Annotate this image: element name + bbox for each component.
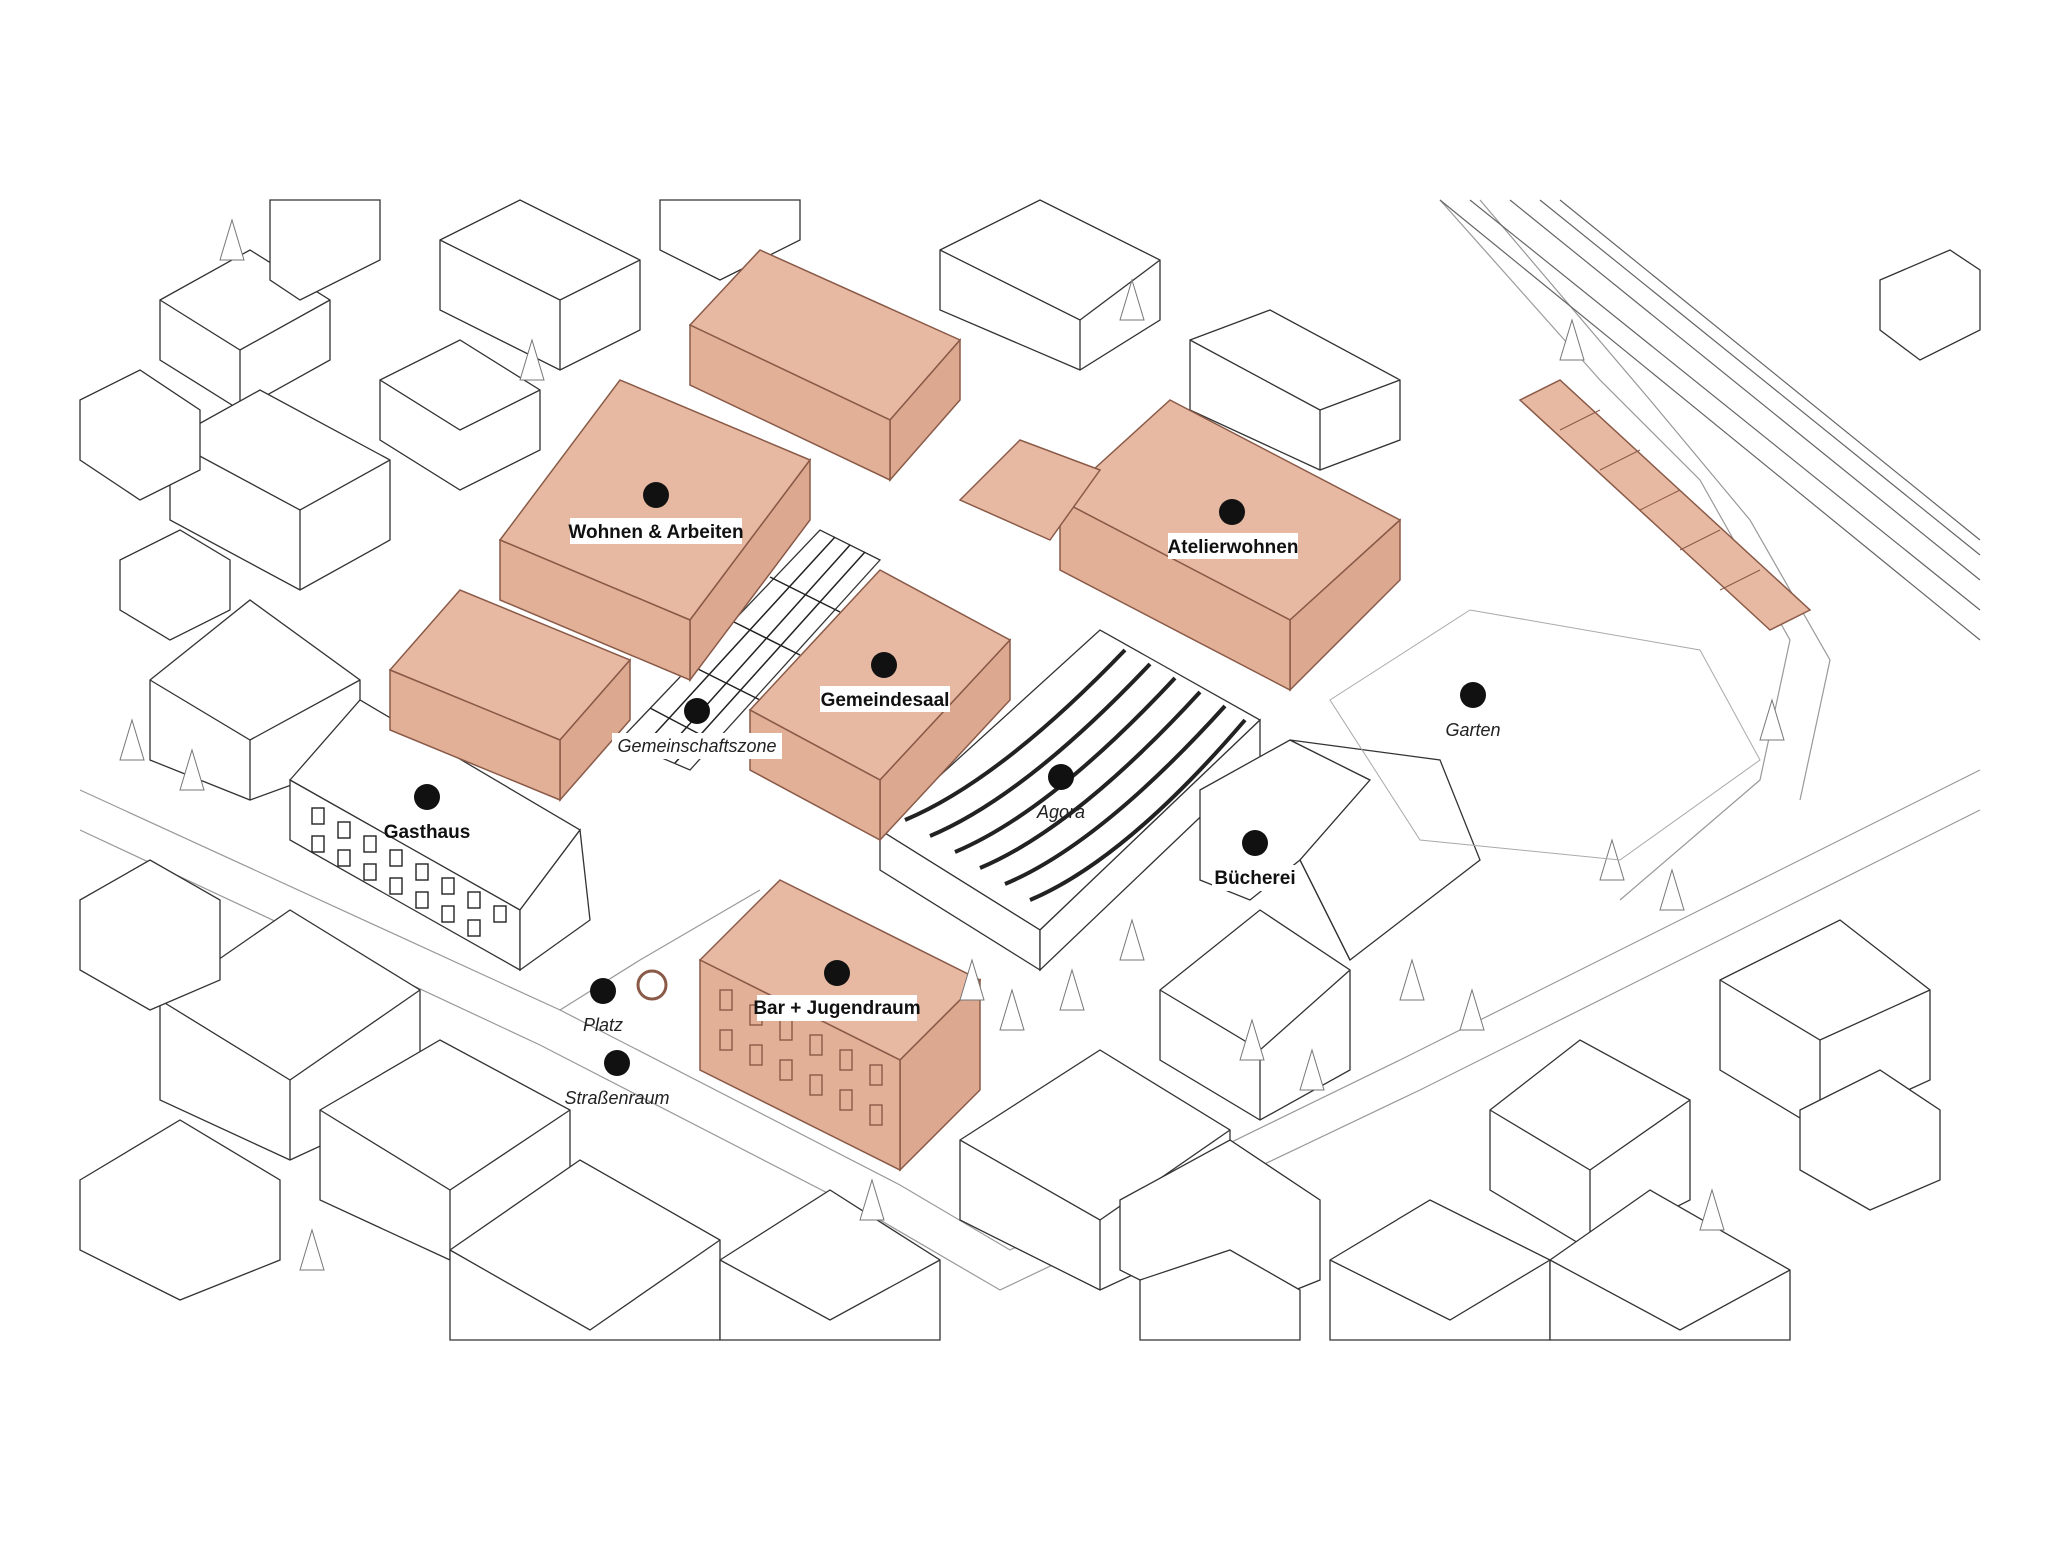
- label-strassenraum: Straßenraum: [564, 1088, 669, 1108]
- house-se-2: [1329, 1199, 1551, 1341]
- buecherei-building: [1199, 739, 1481, 961]
- house-w-2: [119, 529, 231, 641]
- marker-gemeinschaftszone: [684, 698, 710, 724]
- house-e-2: [1799, 1069, 1941, 1211]
- house-s-4: [1139, 1249, 1301, 1341]
- label-buecherei: Bücherei: [1214, 868, 1295, 889]
- house-sw-5: [79, 1119, 281, 1301]
- house-n-2: [939, 199, 1161, 371]
- label-platz: Platz: [583, 1015, 623, 1035]
- house-nw-2: [269, 199, 381, 301]
- marker-gasthaus: [414, 784, 440, 810]
- neighbourhood-buildings: [79, 199, 1981, 1341]
- label-gemeindesaal: Gemeindesaal: [821, 690, 950, 711]
- trees: [119, 218, 1785, 1271]
- pergola-east: [1518, 379, 1812, 631]
- marker-bar: [824, 960, 850, 986]
- label-gemeinschaftszone: Gemeinschaftszone: [617, 736, 776, 756]
- house-sw-4: [79, 859, 221, 1011]
- house-s-5: [719, 1189, 941, 1341]
- label-gasthaus: Gasthaus: [384, 822, 471, 843]
- platz-fountain: [636, 969, 668, 1001]
- house-nw-4: [169, 389, 391, 591]
- marker-garten: [1460, 682, 1486, 708]
- label-garten: Garten: [1445, 720, 1500, 740]
- label-agora: Agora: [1036, 802, 1085, 822]
- program-labels: Wohnen & Arbeiten Atelierwohnen Gemeinde…: [384, 518, 1501, 1108]
- label-bar-jugendraum: Bar + Jugendraum: [753, 998, 920, 1019]
- house-w-1: [79, 369, 201, 501]
- marker-wohnen: [643, 482, 669, 508]
- house-sw-3: [449, 1159, 721, 1341]
- label-wohnen-arbeiten: Wohnen & Arbeiten: [568, 522, 743, 543]
- house-nw-3: [439, 199, 641, 371]
- marker-atelier: [1219, 499, 1245, 525]
- marker-buecherei: [1242, 830, 1268, 856]
- marker-platz: [590, 978, 616, 1004]
- program-markers: [414, 482, 1486, 1076]
- marker-agora: [1048, 764, 1074, 790]
- house-n-3: [1189, 309, 1401, 471]
- garden-area: [1329, 609, 1761, 861]
- house-s-2: [1159, 909, 1351, 1121]
- railway: [1439, 199, 1981, 641]
- marker-strassenraum: [604, 1050, 630, 1076]
- block-wohnen-north: [688, 249, 962, 482]
- house-se-3: [1549, 1189, 1791, 1341]
- block-wohnen-south: [388, 589, 632, 802]
- label-atelierwohnen: Atelierwohnen: [1168, 537, 1299, 558]
- house-ne-1: [1879, 249, 1981, 361]
- marker-gemeindesaal: [871, 652, 897, 678]
- house-nw-5: [379, 339, 541, 491]
